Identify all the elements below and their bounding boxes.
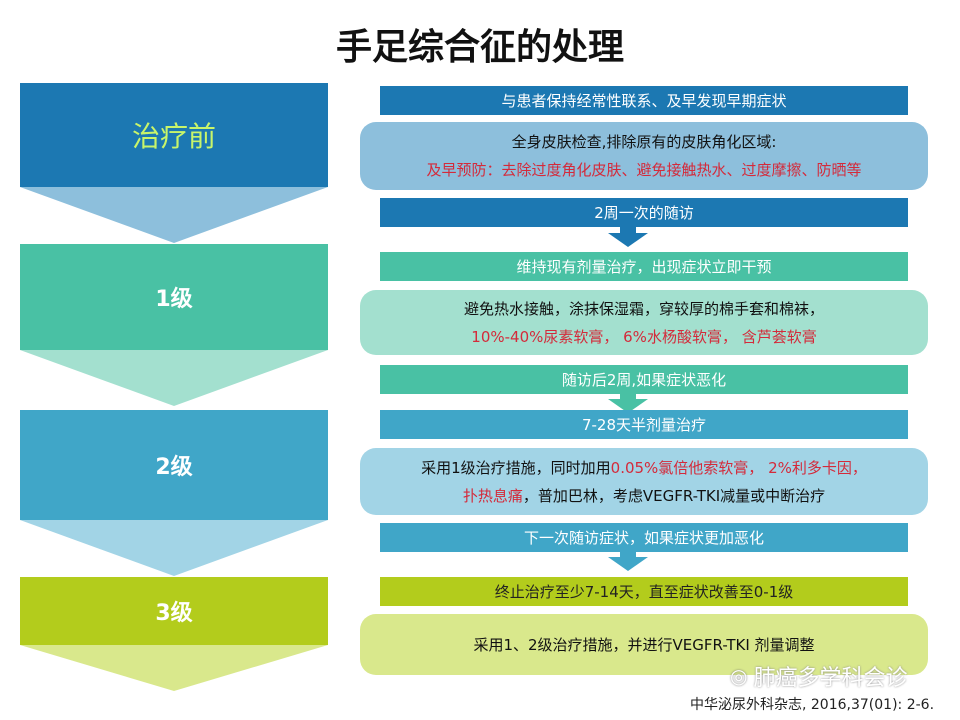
chevron-down-icon (20, 645, 328, 691)
watermark: ◎ 肺癌多学科会诊 (730, 660, 907, 692)
pre-box-line2: 及早预防：去除过度角化皮肤、避免接触热水、过度摩擦、防晒等 (426, 161, 862, 179)
g1-box-line1: 避免热水接触，涂抹保湿霜，穿较厚的棉手套和棉袜， (463, 299, 824, 318)
chevron-down-icon (20, 187, 328, 243)
g1-box: 避免热水接触，涂抹保湿霜，穿较厚的棉手套和棉袜， 10%-40%尿素软膏， 6%… (360, 290, 928, 355)
g1-bar: 维持现有剂量治疗，出现症状立即干预 (380, 252, 908, 281)
level-pre-treatment: 治疗前 (20, 83, 328, 187)
g1-followup-bar: 随访后2周,如果症状恶化 (380, 365, 908, 394)
pre-box: 全身皮肤检查,排除原有的皮肤角化区域: 及早预防：去除过度角化皮肤、避免接触热水… (360, 122, 928, 190)
pre-followup-bar: 2周一次的随访 (380, 198, 908, 227)
page-title: 手足综合征的处理 (335, 27, 624, 68)
wechat-icon: ◎ (730, 664, 748, 688)
arrow-down-icon (608, 393, 648, 413)
g1-box-line2: 10%-40%尿素软膏， 6%水杨酸软膏， 含芦荟软膏 (471, 327, 817, 346)
g2-bar: 7-28天半剂量治疗 (380, 410, 908, 439)
pre-contact-bar: 与患者保持经常性联系、及早发现早期症状 (380, 86, 908, 115)
g2-box-line1b: 0.05%氯倍他索软膏， 2%利多卡因， (610, 458, 867, 477)
level-grade-2: 2级 (20, 410, 328, 520)
g3-box: 采用1、2级治疗措施，并进行VEGFR-TKI 剂量调整 (360, 614, 928, 675)
g3-box-text: 采用1、2级治疗措施，并进行VEGFR-TKI 剂量调整 (473, 635, 815, 654)
g2-followup-bar: 下一次随访症状，如果症状更加恶化 (380, 523, 908, 552)
watermark-text: 肺癌多学科会诊 (753, 666, 908, 691)
chevron-down-icon (20, 350, 328, 406)
g2-box-line2a: 扑热息痛 (462, 486, 523, 505)
level-grade-3: 3级 (20, 577, 328, 645)
g3-bar: 终止治疗至少7-14天，直至症状改善至0-1级 (380, 577, 908, 606)
arrow-down-icon (608, 551, 648, 571)
g2-box-line1a: 采用1级治疗措施，同时加用 (421, 458, 611, 477)
g2-box: 采用1级治疗措施，同时加用0.05%氯倍他索软膏， 2%利多卡因， 扑热息痛，普… (360, 448, 928, 515)
chevron-down-icon (20, 520, 328, 576)
level-grade-1: 1级 (20, 244, 328, 350)
arrow-down-icon (608, 227, 648, 247)
g2-box-line2b: ，普加巴林，考虑VEGFR-TKI减量或中断治疗 (522, 486, 826, 505)
citation: 中华泌尿外科杂志, 2016,37(01): 2-6. (690, 697, 935, 713)
pre-box-line1: 全身皮肤检查,排除原有的皮肤角化区域: (511, 133, 777, 151)
